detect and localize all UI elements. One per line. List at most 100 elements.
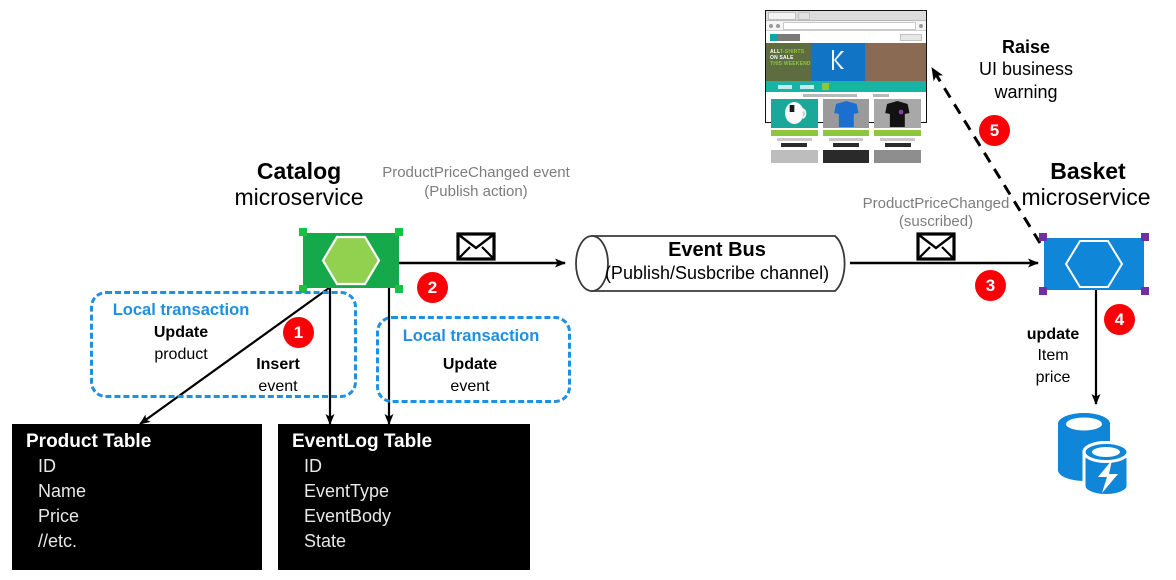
product-image <box>874 150 922 163</box>
hero-line2: ON SALE <box>770 55 794 61</box>
product-card[interactable] <box>822 150 870 163</box>
site-logo <box>770 33 800 41</box>
basket-title: Basket <box>1050 158 1126 184</box>
product-card[interactable] <box>771 150 818 163</box>
local-transaction-2-action-regular: event <box>450 378 490 395</box>
raise-warning-line1: UI business <box>978 59 1074 79</box>
local-transaction-2-title: Local transaction <box>402 327 540 345</box>
hero-line1-accent: T-SHIRTS <box>779 49 805 55</box>
event-bus-subtitle: (Publish/Susbcribe channel) <box>604 263 830 283</box>
eventlog-table-field: EventType <box>304 481 390 501</box>
resize-handle-br[interactable] <box>395 285 403 293</box>
results-pager <box>766 92 926 99</box>
product-table-field: ID <box>38 456 56 476</box>
hero-line3: THIS WEEKEND <box>770 61 811 67</box>
browser-tab-strip <box>766 11 926 21</box>
menu-icon <box>919 23 923 28</box>
local-transaction-1-secondary-regular: event <box>258 378 298 395</box>
product-card[interactable] <box>874 99 922 147</box>
catalog-subtitle: microservice <box>234 184 364 210</box>
event-bus-title: Event Bus <box>668 239 766 261</box>
redis-cache-icon <box>1058 413 1130 497</box>
product-table-field: Name <box>38 481 87 501</box>
catalog-title: Catalog <box>256 158 342 184</box>
resize-handle-tr[interactable] <box>1141 233 1149 241</box>
product-image <box>874 99 922 128</box>
basket-subtitle: microservice <box>1021 184 1151 210</box>
product-table-field: Price <box>38 506 80 526</box>
site-header <box>766 31 926 43</box>
local-transaction-1-title: Local transaction <box>112 301 250 319</box>
resize-handle-tr[interactable] <box>395 228 403 236</box>
apply-filter-button <box>822 83 829 90</box>
back-icon <box>769 23 773 28</box>
eventlog-table-field: ID <box>304 456 322 476</box>
local-transaction-2-action-bold: Update <box>442 356 498 373</box>
product-image <box>771 150 818 163</box>
publish-action-label: (Publish action) <box>424 183 528 200</box>
product-name <box>880 138 916 141</box>
browser-tab <box>768 11 796 20</box>
product-table: Product Table ID Name Price //etc. <box>12 424 262 570</box>
product-card[interactable] <box>771 99 818 147</box>
product-price <box>781 143 808 147</box>
product-image <box>822 99 870 128</box>
resize-handle-bl[interactable] <box>299 285 307 293</box>
publish-event-label: ProductPriceChanged event <box>382 164 570 181</box>
browser-new-tab <box>798 11 810 20</box>
eventlog-table-field: EventBody <box>304 506 392 526</box>
subscribe-event-label: ProductPriceChanged <box>862 195 1010 212</box>
category-filter <box>778 84 792 89</box>
local-transaction-1-secondary-bold: Insert <box>256 356 300 373</box>
hero-line1: ALL <box>770 49 780 55</box>
add-to-cart-button[interactable] <box>771 130 818 136</box>
eshop-catalog-browser-screenshot[interactable]: ALLT-SHIRTS ON SALE THIS WEEKEND <box>765 10 927 163</box>
product-table-field: //etc. <box>38 531 78 551</box>
envelope-icon-subscribe <box>916 232 956 261</box>
product-table-name: Product Table <box>26 431 152 452</box>
forward-icon <box>776 23 780 28</box>
product-image <box>822 150 870 163</box>
update-item-price-line1: Item <box>1037 347 1069 364</box>
next-page-link <box>873 94 889 97</box>
basket-microservice-icon[interactable] <box>1039 233 1149 295</box>
product-card[interactable] <box>822 99 870 147</box>
raise-warning-bold: Raise <box>1001 37 1051 57</box>
product-name <box>828 138 864 141</box>
envelope-icon-publish <box>456 232 496 261</box>
raise-warning-line2: warning <box>994 82 1058 102</box>
browser-url-bar <box>766 21 926 31</box>
catalog-microservice-icon[interactable] <box>299 228 403 293</box>
product-card-row <box>766 99 926 147</box>
step-badge-2: 2 <box>417 272 448 303</box>
product-name <box>777 138 812 141</box>
login-button <box>900 33 922 41</box>
update-item-price-line2: price <box>1035 369 1071 386</box>
resize-handle-br[interactable] <box>1141 287 1149 295</box>
eventlog-table-field: State <box>304 531 347 551</box>
resize-handle-bl[interactable] <box>1039 287 1047 295</box>
local-transaction-box-1 <box>90 291 357 398</box>
resize-handle-tl[interactable] <box>1039 233 1047 241</box>
brand-k-icon <box>832 50 844 70</box>
step-badge-5: 5 <box>979 115 1010 146</box>
update-item-price-bold: update <box>1026 326 1080 343</box>
add-to-cart-button[interactable] <box>874 130 922 136</box>
local-transaction-1-action-bold: Update <box>153 324 209 341</box>
product-card-row-2 <box>766 147 926 163</box>
product-price <box>884 143 911 147</box>
subscribe-action-label: (suscribed) <box>898 213 974 230</box>
results-count-text <box>803 94 857 97</box>
step-badge-3: 3 <box>975 270 1006 301</box>
local-transaction-box-2 <box>376 316 571 403</box>
product-image <box>771 99 818 128</box>
category-filter <box>800 84 814 89</box>
product-card[interactable] <box>874 150 922 163</box>
hero-banner: ALLT-SHIRTS ON SALE THIS WEEKEND <box>766 43 926 81</box>
eventlog-table-name: EventLog Table <box>292 431 433 452</box>
category-nav-bar <box>766 81 926 92</box>
local-transaction-1-action-regular: product <box>154 346 208 363</box>
resize-handle-tl[interactable] <box>299 228 307 236</box>
add-to-cart-button[interactable] <box>822 130 870 136</box>
